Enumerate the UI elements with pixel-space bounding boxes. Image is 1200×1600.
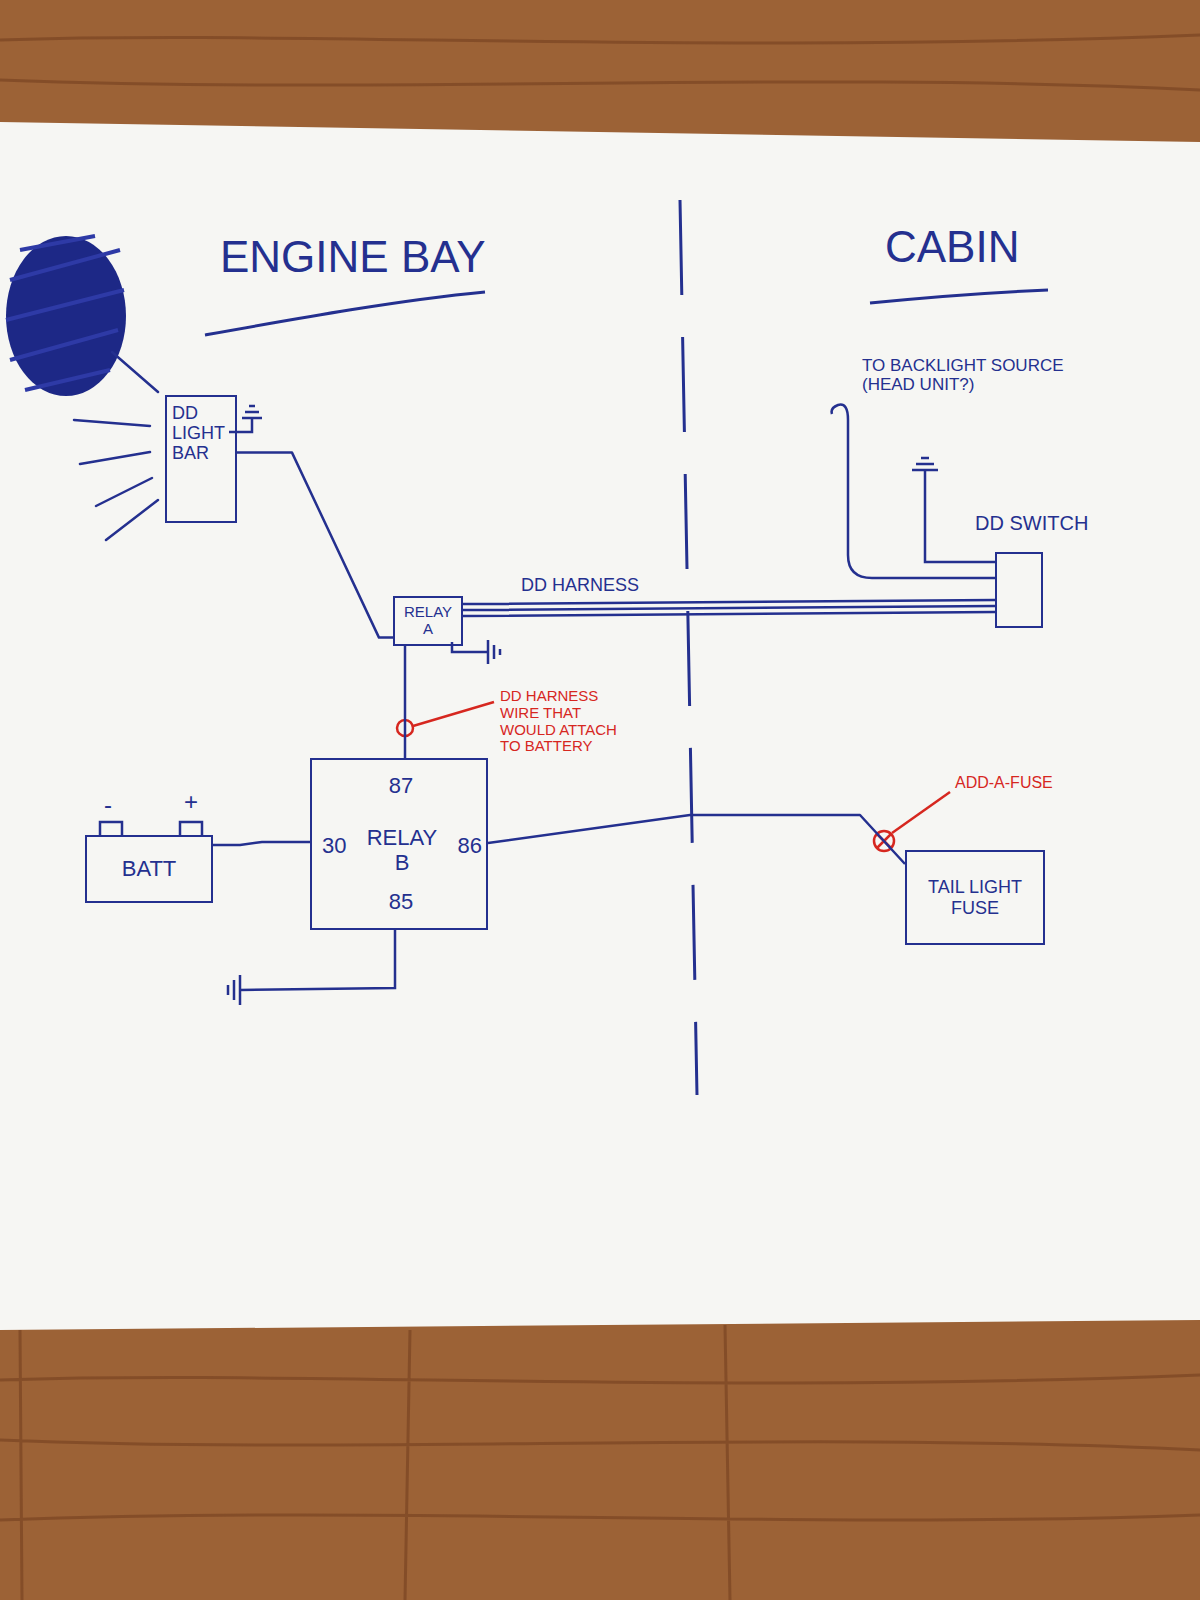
terminal-sign: - (104, 792, 112, 819)
section-heading: CABIN (885, 222, 1019, 271)
wire (404, 646, 407, 758)
wire (463, 600, 995, 616)
wire-label: DD HARNESS (518, 575, 642, 595)
battery-box: BATT (85, 835, 213, 903)
ground-symbol (228, 930, 395, 1005)
backlight-wire (832, 405, 995, 578)
light-bar-box: DD LIGHT BAR (165, 395, 237, 523)
section-heading: ENGINE BAY (220, 232, 486, 281)
scribble (6, 236, 126, 396)
paper-sheet (0, 122, 1200, 1330)
heading-underline (870, 290, 1048, 303)
box-label: RELAY A (401, 604, 455, 638)
pin-number: 30 (322, 834, 358, 859)
box-label: DD SWITCH (975, 512, 1088, 534)
wire (488, 815, 905, 864)
box-label: TAIL LIGHT FUSE (919, 877, 1031, 917)
box-label: BATT (122, 857, 177, 882)
heading-underline (205, 292, 485, 335)
note: TO BACKLIGHT SOURCE (HEAD UNIT?) (862, 356, 1087, 394)
leader-line (892, 792, 950, 833)
relay-box: RELAY B 87 30 86 85 (310, 758, 488, 930)
red-note: ADD-A-FUSE (955, 774, 1053, 792)
ground-symbol (912, 458, 995, 562)
leader-line (413, 702, 494, 726)
pin-number: 85 (312, 890, 490, 915)
divider-line (680, 200, 697, 1095)
terminal-sign: + (184, 789, 198, 816)
relay-label: RELAY B (362, 826, 442, 875)
switch-box (995, 552, 1043, 628)
red-note: DD HARNESS WIRE THAT WOULD ATTACH TO BAT… (500, 688, 640, 755)
wood-grain (0, 35, 1200, 1600)
pin-number: 87 (312, 774, 490, 799)
fuse-box: TAIL LIGHT FUSE (905, 850, 1045, 945)
wire (213, 842, 310, 845)
wire (237, 453, 393, 638)
scribble-strokes (6, 236, 124, 390)
battery-terminals (100, 822, 202, 835)
pin-number: 86 (446, 834, 482, 859)
relay-box: RELAY A (393, 596, 463, 646)
ground-symbol (229, 406, 262, 432)
box-label: DD LIGHT BAR (172, 403, 230, 463)
light-rays (74, 352, 158, 540)
switch-node: DD SWITCH (975, 512, 1120, 630)
